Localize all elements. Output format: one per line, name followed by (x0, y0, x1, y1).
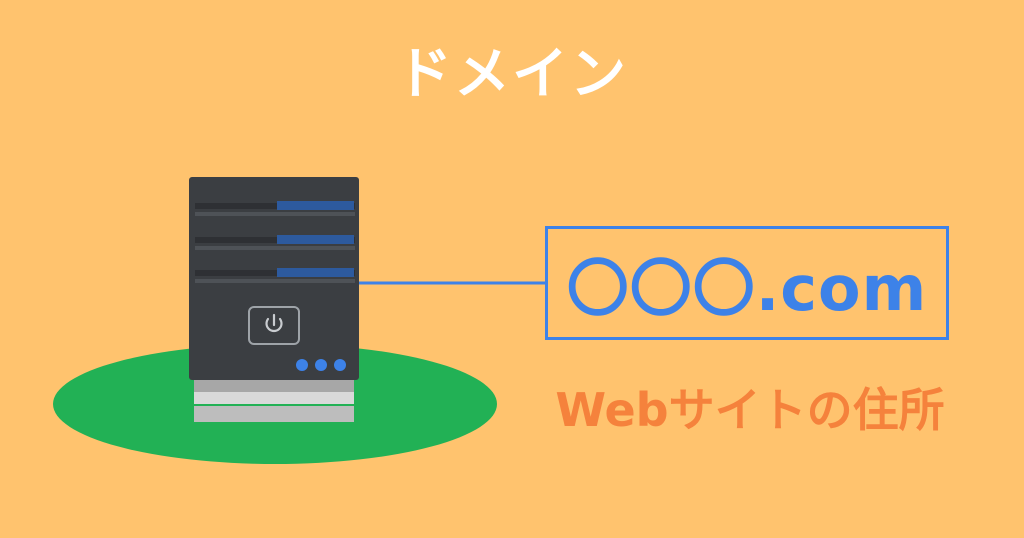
page-title: ドメイン (396, 42, 628, 107)
domain-name: 〇〇〇.com (566, 252, 928, 325)
server-icon (189, 177, 359, 422)
server-base-bottom (194, 406, 354, 422)
server-base-shadow (194, 380, 354, 392)
power-icon (248, 306, 300, 345)
drive-bay-3 (195, 268, 355, 283)
server-base-top (194, 391, 354, 404)
domain-box: 〇〇〇.com (545, 226, 949, 340)
domain-caption: Webサイトの住所 (555, 383, 945, 437)
drive-bay-2 (195, 235, 355, 250)
indicator-light-3 (334, 359, 346, 371)
drive-bay-1 (195, 201, 355, 216)
indicator-light-2 (315, 359, 327, 371)
server-body (189, 177, 359, 380)
indicator-light-1 (296, 359, 308, 371)
